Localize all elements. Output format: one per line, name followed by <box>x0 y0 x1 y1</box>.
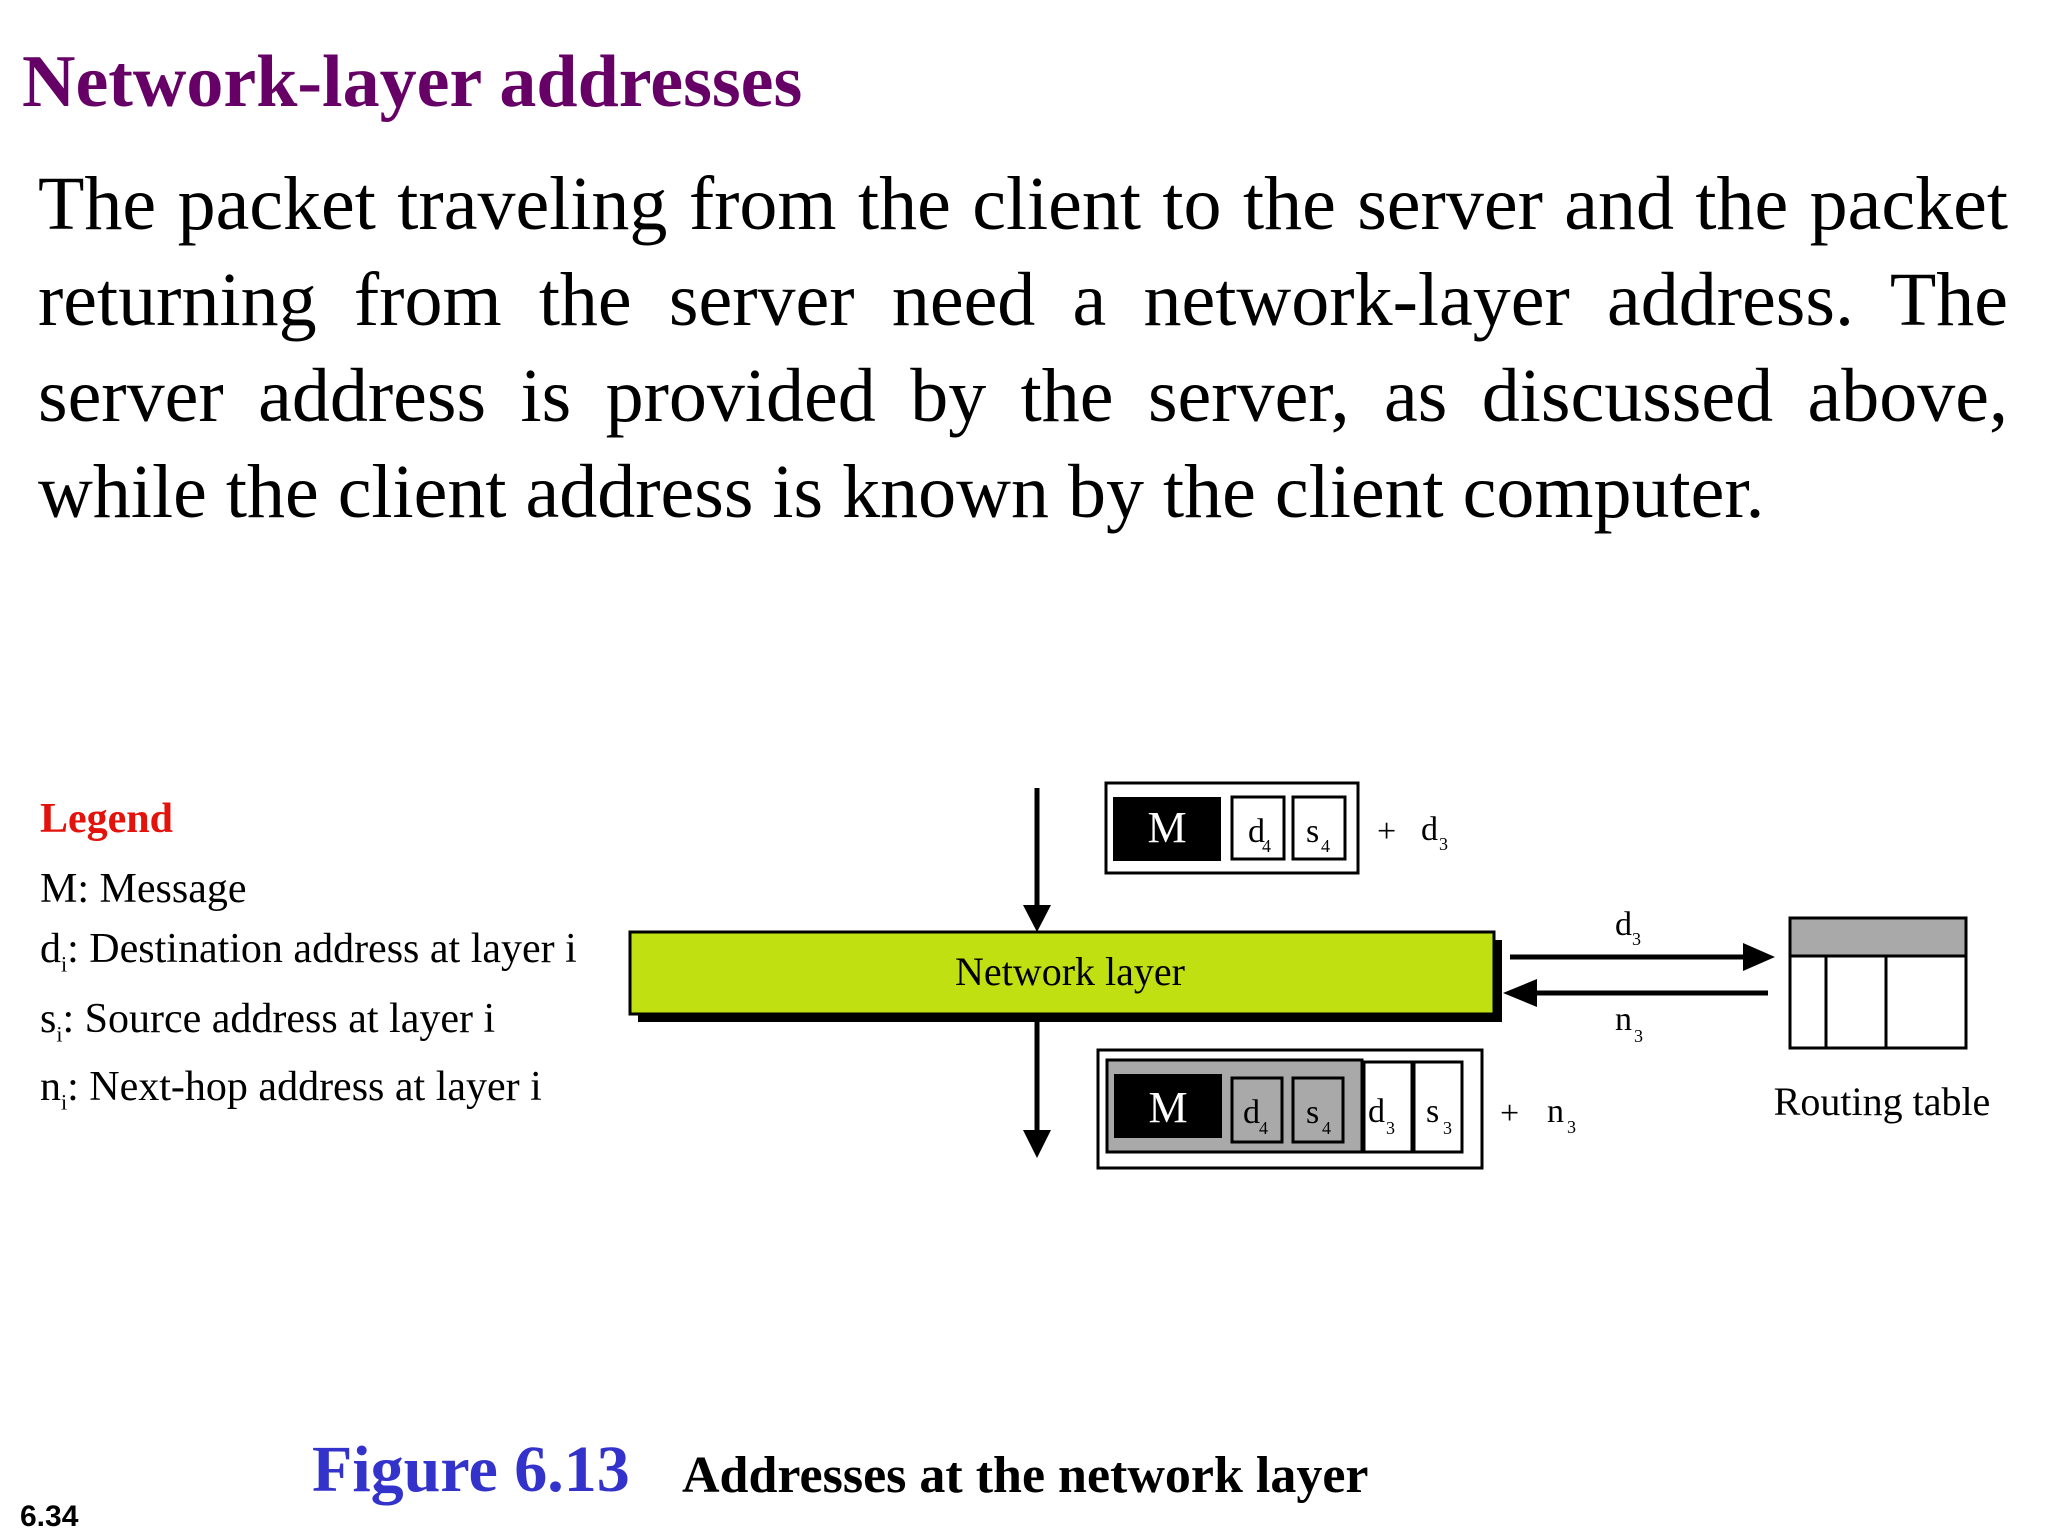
d3-header-bottom <box>1362 1060 1414 1154</box>
svg-text:n: n <box>1547 1093 1564 1130</box>
down-arrow-out <box>1023 1020 1051 1158</box>
svg-text:3: 3 <box>1439 834 1448 854</box>
s4-header-top <box>1291 795 1347 861</box>
n3-arrow-label: n 3 <box>1615 1001 1643 1046</box>
network-layer-box: Network layer <box>628 930 1502 1022</box>
figure-label: Figure 6.13 <box>312 1433 630 1506</box>
slide-number: 6.34 <box>20 1500 79 1533</box>
svg-text:4: 4 <box>1262 836 1271 856</box>
svg-text:3: 3 <box>1567 1117 1576 1137</box>
figure-caption: Addresses at the network layer <box>682 1447 1369 1504</box>
d3-arrow-label: d 3 <box>1615 906 1641 949</box>
slide-title: Network-layer addresses <box>22 41 803 123</box>
svg-text:d: d <box>1243 1094 1260 1131</box>
legend-item-source: si: Source address at layer i <box>40 996 496 1047</box>
legend-item-next-hop: ni: Next-hop address at layer i <box>40 1064 542 1115</box>
svg-text:d: d <box>1421 811 1438 848</box>
svg-text:s: s <box>1306 813 1319 850</box>
plus-sign-bottom: + <box>1500 1095 1519 1132</box>
svg-text:3: 3 <box>1386 1118 1395 1138</box>
d4-header-top <box>1230 795 1286 861</box>
incoming-packet: M d 4 s 4 <box>1104 781 1360 875</box>
svg-text:3: 3 <box>1634 1026 1643 1046</box>
network-layer-label: Network layer <box>955 949 1185 994</box>
svg-text:s: s <box>1426 1093 1439 1130</box>
svg-text:3: 3 <box>1632 929 1641 949</box>
d4-header-bottom <box>1230 1076 1284 1144</box>
d3-label-top: d 3 <box>1421 811 1448 854</box>
message-block-top <box>1113 797 1221 861</box>
message-block-bottom <box>1114 1074 1222 1138</box>
s4-header-bottom <box>1291 1076 1345 1144</box>
svg-text:3: 3 <box>1443 1118 1452 1138</box>
d3-arrow-to-routing-table <box>1510 943 1775 971</box>
svg-text:4: 4 <box>1322 1118 1331 1138</box>
n3-label-bottom: n 3 <box>1547 1093 1576 1137</box>
legend-item-message: M: Message <box>40 866 247 912</box>
legend-item-destination: di: Destination address at layer i <box>40 926 577 977</box>
legend-heading: Legend <box>40 796 174 842</box>
routing-table-header <box>1788 916 1968 958</box>
svg-text:d: d <box>1615 906 1632 943</box>
svg-text:n: n <box>1615 1001 1632 1038</box>
svg-text:d: d <box>1368 1093 1385 1130</box>
body-paragraph: The packet traveling from the client to … <box>38 162 2008 534</box>
routing-table-label: Routing table <box>1774 1079 1991 1124</box>
svg-text:d: d <box>1248 813 1265 850</box>
plus-sign-top: + <box>1377 813 1396 850</box>
svg-text:4: 4 <box>1321 836 1330 856</box>
routing-table <box>1788 916 1968 1050</box>
down-arrow-in <box>1023 788 1051 932</box>
svg-text:4: 4 <box>1259 1118 1268 1138</box>
outgoing-packet: M d 4 s 4 d 3 s 3 <box>1096 1048 1484 1170</box>
message-label-bottom: M <box>1148 1083 1187 1132</box>
s3-header-bottom <box>1412 1060 1464 1154</box>
n3-arrow-from-routing-table <box>1503 979 1768 1007</box>
message-label-top: M <box>1147 803 1186 852</box>
svg-text:s: s <box>1306 1094 1319 1131</box>
